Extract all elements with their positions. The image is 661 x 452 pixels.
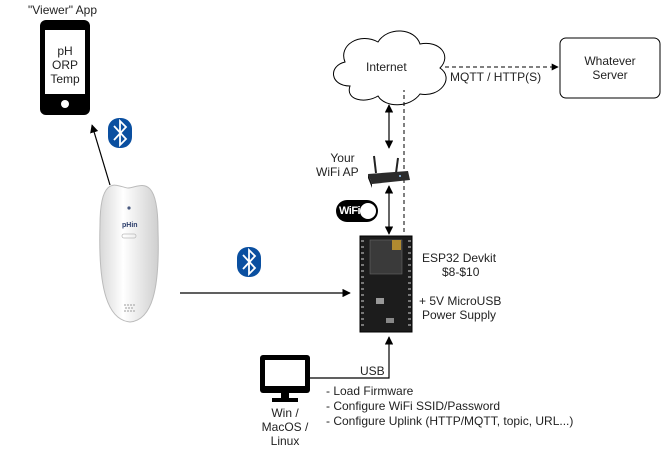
sensor-brand: pHin — [122, 222, 138, 229]
esp32-power-2: Power Supply — [422, 308, 497, 322]
bluetooth-icon — [108, 118, 132, 148]
internet-label: Internet — [366, 60, 407, 74]
esp32-title: ESP32 Devkit — [422, 251, 497, 265]
computer-label-1: Win / — [271, 406, 299, 420]
server-box — [559, 37, 661, 99]
sensor-to-phone-arrow — [90, 124, 111, 186]
computer-label-2: MacOS / — [261, 420, 309, 434]
esp32-power-1: + 5V MicroUSB — [419, 294, 502, 308]
bluetooth-icon — [237, 247, 261, 277]
cloud-icon — [333, 30, 447, 106]
usb-arrow — [310, 336, 394, 379]
wifi-logo-text: WiFi — [339, 205, 361, 217]
task-item: - Configure WiFi SSID/Password — [326, 399, 501, 413]
wifi-ap-label-2: WiFi AP — [316, 165, 359, 179]
wifi-ap-label-1: Your — [330, 151, 355, 165]
server-label-2: Server — [592, 68, 628, 82]
phone-screen-line: ORP — [51, 58, 78, 72]
phone-icon — [40, 20, 90, 115]
protocol-label: MQTT / HTTP(S) — [450, 70, 542, 84]
computer-label-3: Linux — [270, 434, 300, 448]
task-item: - Configure Uplink (HTTP/MQTT, topic, UR… — [326, 414, 574, 428]
esp32-price: $8-$10 — [442, 265, 480, 279]
computer-monitor-icon — [260, 355, 310, 402]
sensor-device — [99, 184, 159, 323]
wifi-logo-icon — [336, 200, 378, 222]
server-label-1: Whatever — [584, 54, 636, 68]
esp32-board-icon — [359, 235, 413, 333]
phone-title: "Viewer" App — [28, 3, 98, 17]
task-item: - Load Firmware — [326, 384, 414, 398]
usb-label: USB — [360, 364, 385, 378]
phone-screen-line: pH — [57, 44, 73, 58]
router-icon — [368, 155, 410, 188]
phone-screen-line: Temp — [50, 72, 80, 86]
